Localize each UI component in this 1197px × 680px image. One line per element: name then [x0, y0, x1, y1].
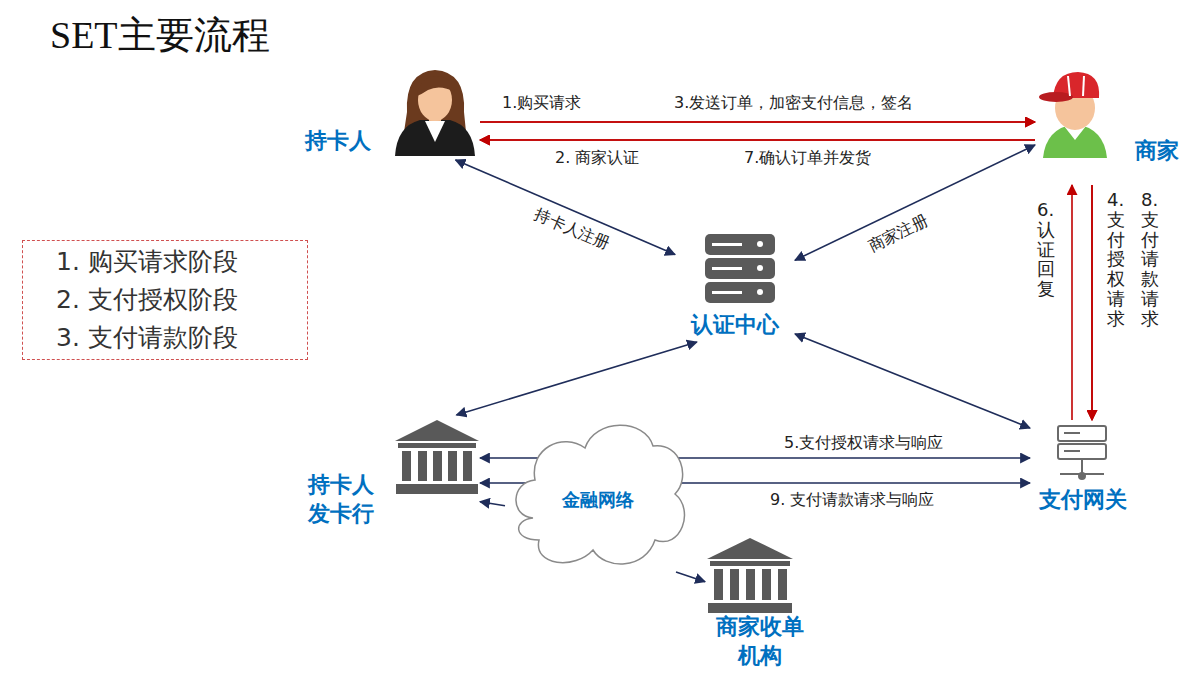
server-icon: [757, 289, 763, 295]
cloud-node: 金融网络: [505, 410, 690, 572]
connector: [480, 502, 505, 506]
connector: [457, 342, 697, 415]
bank-icon: [463, 451, 472, 481]
bank-icon: [746, 569, 755, 600]
bank-icon: [762, 569, 771, 600]
connector: [480, 139, 1035, 141]
actor-node: 商家: [1035, 65, 1190, 185]
cardholder-icon: [417, 76, 455, 96]
server-icon: [705, 282, 775, 303]
bank-icon: [710, 561, 790, 566]
bank-icon: [395, 420, 479, 494]
edge-label: 1.购买请求: [500, 93, 583, 112]
node-label: 支付网关: [1030, 486, 1135, 515]
bank-icon: [714, 569, 723, 600]
diagram-title: SET主要流程: [50, 10, 270, 61]
server-icon: [757, 265, 763, 271]
merchant-icon: [1068, 76, 1070, 96]
bank-icon: [418, 451, 427, 481]
server-icon: [712, 291, 742, 294]
connector: [480, 139, 1035, 141]
server-icon: [712, 267, 742, 270]
bank-icon: [730, 569, 739, 600]
bank-icon: [396, 484, 478, 494]
server-node: 认证中心: [675, 228, 795, 342]
connector: [676, 572, 705, 582]
gateway-node: 支付网关: [1030, 420, 1135, 517]
server-icon: [705, 234, 775, 255]
cardholder-icon: [395, 70, 475, 156]
connector: [795, 334, 1030, 428]
cardholder-icon: [425, 121, 445, 142]
node-label: 认证中心: [675, 311, 795, 340]
node-label: 持卡人: [305, 127, 371, 156]
connector: [456, 160, 676, 255]
node-label: 商家: [1135, 137, 1179, 166]
node-label: 持卡人 发卡行: [308, 471, 387, 528]
edge-label: 4. 支付授权请求: [1107, 190, 1125, 329]
server-icon: [757, 241, 763, 247]
edge-label: 7.确认订单并发货: [742, 148, 873, 167]
node-label: 2. 支付授权阶段: [56, 285, 238, 315]
node-label: 3. 支付请款阶段: [56, 323, 238, 353]
server-icon: [705, 258, 775, 279]
gateway-icon: [1064, 433, 1080, 451]
edge-label: 2. 商家认证: [553, 148, 641, 167]
edge-label: 3.发送订单，加密支付信息，签名: [672, 93, 915, 112]
bank-node: 商家收单 机构: [705, 535, 815, 677]
cardholder-icon: [395, 120, 475, 156]
bank-icon: [707, 538, 793, 559]
edge-label: 5.支付授权请求与响应: [782, 433, 945, 452]
bank-node: 持卡人 发卡行: [300, 415, 480, 540]
merchant-icon: [1039, 72, 1107, 158]
bank-icon: [708, 603, 792, 613]
phase-box: 1. 购买请求阶段 2. 支付授权阶段 3. 支付请款阶段: [22, 240, 308, 360]
connector: [1091, 185, 1093, 420]
bank-icon: [707, 538, 793, 613]
edge-label: 持卡人注册: [530, 204, 615, 254]
gateway-icon: [1060, 459, 1104, 474]
server-icon: [705, 234, 775, 303]
node-label: 金融网络: [505, 489, 690, 511]
actor-node: 持卡人: [300, 65, 480, 160]
bank-icon: [395, 420, 479, 441]
connector: [480, 121, 1035, 123]
node-label: 1. 购买请求阶段: [56, 247, 238, 277]
merchant-icon: [1083, 76, 1084, 96]
server-icon: [712, 243, 742, 246]
bank-icon: [402, 451, 411, 481]
connector: [480, 121, 1035, 123]
gateway-icon: [1079, 473, 1085, 479]
bank-icon: [398, 443, 476, 448]
connector: [1071, 185, 1073, 420]
edge-label: 9. 支付请款请求与响应: [768, 490, 936, 509]
edge-label: 6. 认证回复: [1037, 200, 1055, 299]
edge-label: 商家注册: [863, 209, 933, 256]
node-label: 商家收单 机构: [705, 613, 815, 670]
connector: [1091, 185, 1093, 420]
bank-icon: [778, 569, 787, 600]
bank-icon: [433, 451, 442, 481]
edge-label: 8. 支付请款请求: [1141, 190, 1159, 329]
merchant-icon: [1039, 92, 1073, 102]
bank-icon: [448, 451, 457, 481]
gateway-icon: [1058, 426, 1106, 479]
